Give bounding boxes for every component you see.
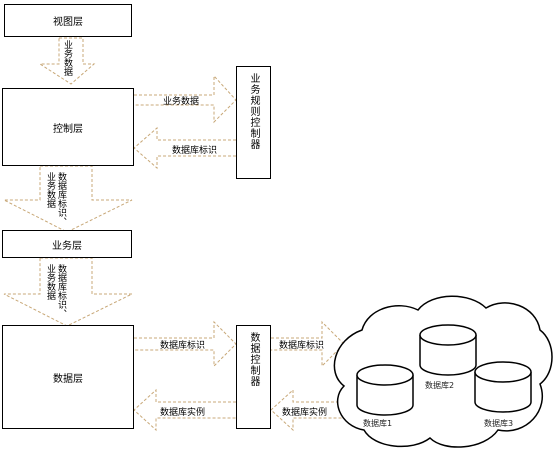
business-layer-label: 业务层 <box>52 240 82 252</box>
business-rules-controller-box: 业务规则控制器 <box>236 66 271 179</box>
database-label-1: 数据库1 <box>363 419 393 428</box>
data-controller-box: 数据控制器 <box>236 325 271 429</box>
flow-label-business-to-data: 数据库标识、业务数据 <box>45 264 66 318</box>
arrow-datactl-to-data <box>133 388 236 432</box>
control-layer-label: 控制层 <box>53 123 83 135</box>
database-cylinder-1 <box>356 364 414 416</box>
flow-label-control-to-business: 数据库标识、业务数据 <box>45 172 66 226</box>
arrow-business-to-data <box>3 257 133 327</box>
arrow-view-to-control <box>38 37 96 85</box>
arrow-datactl-to-cloud <box>271 320 345 368</box>
flow-label-control-to-rules: 业务数据 <box>163 97 200 107</box>
view-layer-label: 视图层 <box>53 17 83 28</box>
view-layer-box: 视图层 <box>4 4 132 37</box>
business-rules-controller-label: 业务规则控制器 <box>248 72 259 150</box>
flow-label-rules-to-control: 数据库标识 <box>172 146 218 156</box>
flow-label-data-to-datactl: 数据库标识 <box>160 341 206 351</box>
control-layer-box: 控制层 <box>2 88 134 166</box>
arrow-control-to-business <box>3 165 133 233</box>
database-cylinder-3 <box>474 361 532 413</box>
arrow-rules-to-control <box>133 126 236 170</box>
flow-label-view-to-control: 业务数据 <box>62 40 72 76</box>
data-layer-box: 数据层 <box>2 325 134 429</box>
database-label-3: 数据库3 <box>484 419 514 428</box>
flow-label-datactl-to-cloud: 数据库标识 <box>279 341 325 351</box>
data-layer-label: 数据层 <box>53 373 83 385</box>
database-label-2: 数据库2 <box>425 381 455 390</box>
database-cylinder-2 <box>419 324 477 376</box>
arrow-cloud-to-datactl <box>270 388 344 432</box>
data-controller-label: 数据控制器 <box>248 332 259 387</box>
flow-label-datactl-to-data: 数据库实例 <box>160 408 206 418</box>
business-layer-box: 业务层 <box>2 230 132 258</box>
flow-label-cloud-to-datactl: 数据库实例 <box>282 408 328 418</box>
